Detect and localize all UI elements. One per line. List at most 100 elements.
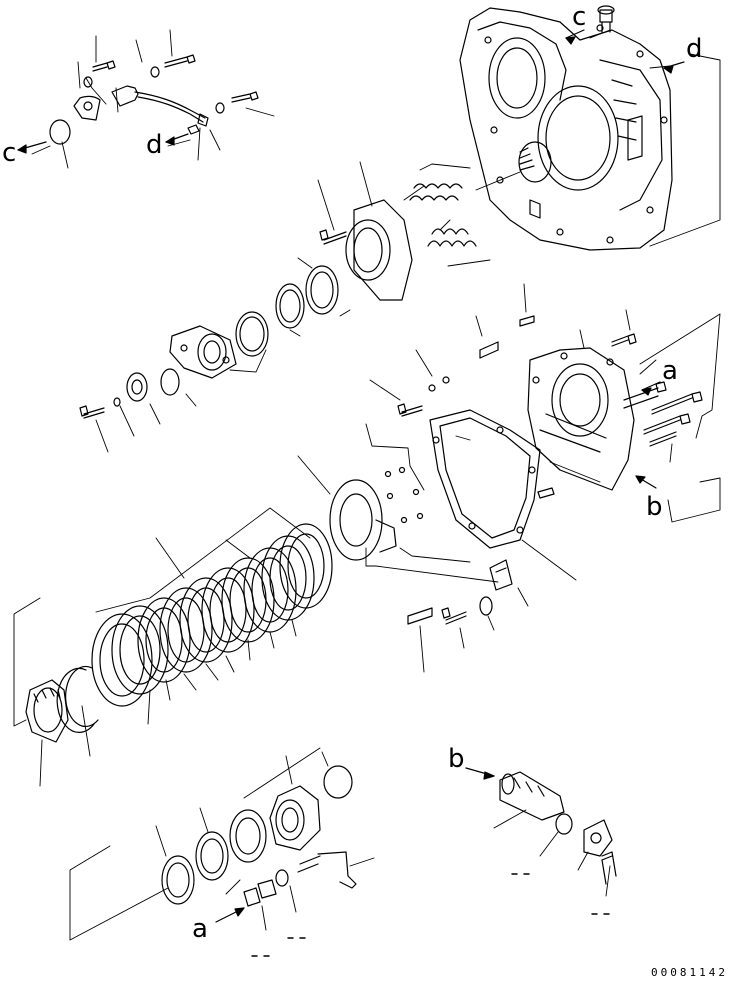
case-bore-lower (519, 142, 551, 182)
bolt-bracket (442, 608, 466, 624)
oil-tube-assembly (50, 55, 258, 144)
pin-bracket (408, 608, 432, 624)
leader-lines-bottom-left (70, 748, 374, 940)
bearing-ring-2 (276, 284, 304, 328)
clutch-disc-7 (160, 588, 212, 672)
cover-bolt (612, 334, 636, 346)
washer-3 (216, 103, 224, 113)
callout-b-bottom: b (448, 744, 465, 774)
bearing-cover-bore (346, 220, 390, 280)
leader-lines-middle-right (366, 284, 720, 580)
callout-c-top: c (572, 2, 587, 32)
lower-washer (276, 870, 288, 886)
block-bracket (490, 560, 512, 590)
washer-bracket (480, 597, 492, 615)
tube-nut (198, 114, 208, 126)
pins-and-lever (244, 852, 356, 906)
small-nut-2 (244, 888, 260, 906)
snap-ring-and-hub (26, 666, 98, 742)
drive-gear (270, 786, 320, 850)
callout-c-left: c (2, 138, 17, 168)
leader-lines-center (14, 456, 498, 786)
dowel-pins-middle (386, 316, 555, 523)
dowel-pin-groups (410, 184, 476, 246)
clutch-plates (92, 524, 332, 706)
drawing-number: 00081142 (651, 966, 728, 979)
seal-lower (162, 856, 194, 904)
callout-a-bottom: a (192, 914, 208, 944)
piston-housing (330, 480, 396, 560)
bolt-gasket (398, 404, 422, 416)
callout-d-left: d (146, 130, 163, 160)
clip-group-lower (428, 241, 476, 246)
leader-lines-upper-middle (96, 162, 372, 452)
clutch-disc-9 (112, 606, 168, 694)
clutch-disc-6 (180, 578, 232, 662)
flange-bolt (80, 406, 104, 418)
gear-spacer (324, 766, 352, 798)
bearing-rings (236, 266, 338, 356)
clutch-disc-8 (138, 598, 190, 682)
output-flange (80, 326, 236, 418)
bearing-ring-lower (196, 832, 228, 880)
dowel-pin-1 (480, 342, 498, 358)
transmission-case (460, 6, 672, 250)
case-bore-main (538, 86, 618, 190)
clutch-hub (26, 680, 68, 742)
dowel-pin-2 (520, 316, 534, 326)
seal-ring (236, 312, 268, 356)
cover-plate (528, 334, 702, 490)
drive-gear-assembly (162, 766, 352, 904)
washer-1 (84, 77, 92, 87)
bolt-2 (165, 55, 195, 67)
flange-o-ring (161, 369, 179, 395)
bearing-race (230, 810, 266, 862)
tube-flange-left (74, 96, 100, 120)
bearing-cover (354, 200, 412, 300)
leader-lines-top-left (32, 30, 274, 168)
dash-marks (252, 874, 609, 956)
gasket-outline (430, 410, 540, 548)
lever-pin (298, 856, 320, 872)
rear-cover (528, 348, 634, 490)
lower-middle-parts (408, 560, 512, 624)
long-bolt-2 (644, 414, 690, 434)
tube-end-fitting (112, 86, 138, 106)
clutch-disc-5 (202, 568, 254, 652)
bearing-ring-1 (306, 266, 338, 314)
long-bolt-1 (652, 392, 702, 414)
lever-arm (318, 852, 356, 888)
flange-washer (127, 373, 147, 401)
callout-arrows (18, 30, 684, 922)
case-outline (460, 8, 672, 250)
plug (624, 382, 666, 408)
clip-group-upper (410, 196, 458, 200)
bolt-1 (93, 61, 115, 71)
clutch-piston (330, 480, 382, 560)
oil-tube (135, 92, 205, 118)
shaft-o-ring (556, 814, 572, 834)
callout-a-right: a (662, 356, 678, 386)
bearing-cage (320, 200, 412, 300)
leader-lines-bottom-right (494, 810, 610, 896)
case-bore-upper (489, 38, 545, 118)
valve-body (628, 116, 642, 160)
long-bolt-3 (650, 432, 676, 446)
shaft-cap (584, 820, 612, 856)
pressure-plate (92, 614, 152, 706)
washer-4 (188, 125, 199, 134)
cap-bolt (602, 852, 616, 884)
shaft-assembly (500, 772, 616, 884)
small-pin (538, 488, 554, 498)
leader-lines-lower-middle (420, 588, 528, 672)
callout-b-right: b (646, 492, 663, 522)
arrow-c-top (566, 30, 584, 38)
piston-lug (376, 520, 396, 552)
bolt-3 (232, 92, 258, 102)
gasket (430, 410, 540, 548)
o-ring-left (50, 120, 70, 144)
bolt-bearing-cover (320, 230, 346, 244)
leader-lines-top-right (404, 30, 720, 266)
